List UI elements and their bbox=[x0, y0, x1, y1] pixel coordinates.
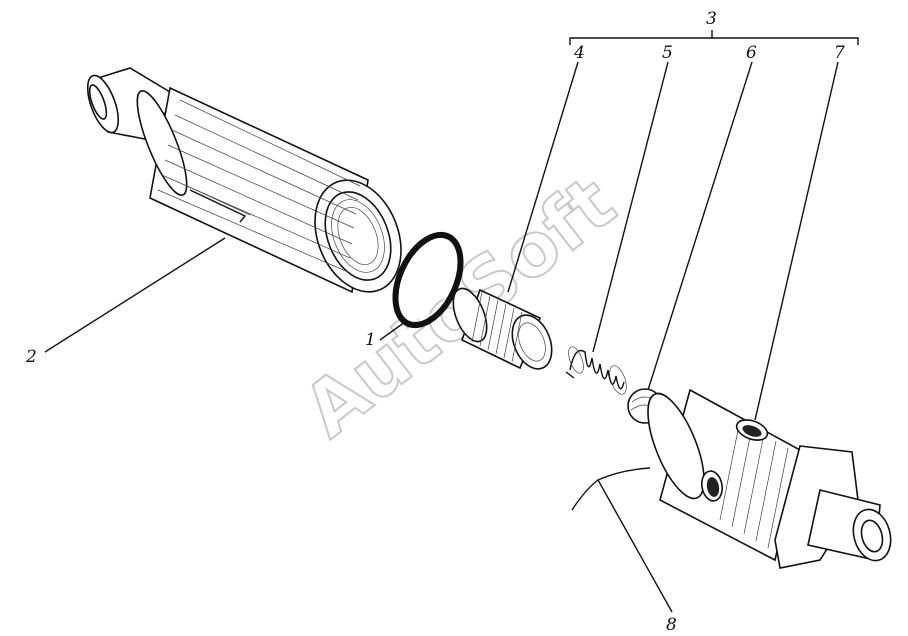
label-8: 8 bbox=[666, 615, 677, 635]
part-5-spring bbox=[565, 346, 627, 395]
leader-7 bbox=[754, 61, 839, 421]
label-4: 4 bbox=[573, 43, 585, 63]
leader-4 bbox=[507, 61, 579, 293]
label-3: 3 bbox=[706, 9, 717, 29]
label-7: 7 bbox=[834, 43, 845, 63]
part-1-o-ring bbox=[392, 231, 464, 329]
label-2: 2 bbox=[25, 347, 37, 367]
group-3-bracket bbox=[569, 30, 859, 45]
leader-5 bbox=[592, 61, 669, 353]
leader-8 bbox=[597, 467, 673, 613]
leader-8-tail bbox=[571, 479, 599, 511]
leader-2 bbox=[44, 237, 226, 353]
label-1: 1 bbox=[365, 330, 376, 350]
leader-lines bbox=[44, 61, 839, 613]
leader-6 bbox=[647, 61, 753, 391]
part-7-valve-body bbox=[647, 388, 892, 569]
label-6: 6 bbox=[746, 43, 757, 63]
part-2-housing bbox=[86, 67, 402, 294]
leader-1 bbox=[379, 321, 406, 341]
part-4-threaded-sleeve bbox=[452, 287, 553, 370]
label-5: 5 bbox=[662, 43, 673, 63]
